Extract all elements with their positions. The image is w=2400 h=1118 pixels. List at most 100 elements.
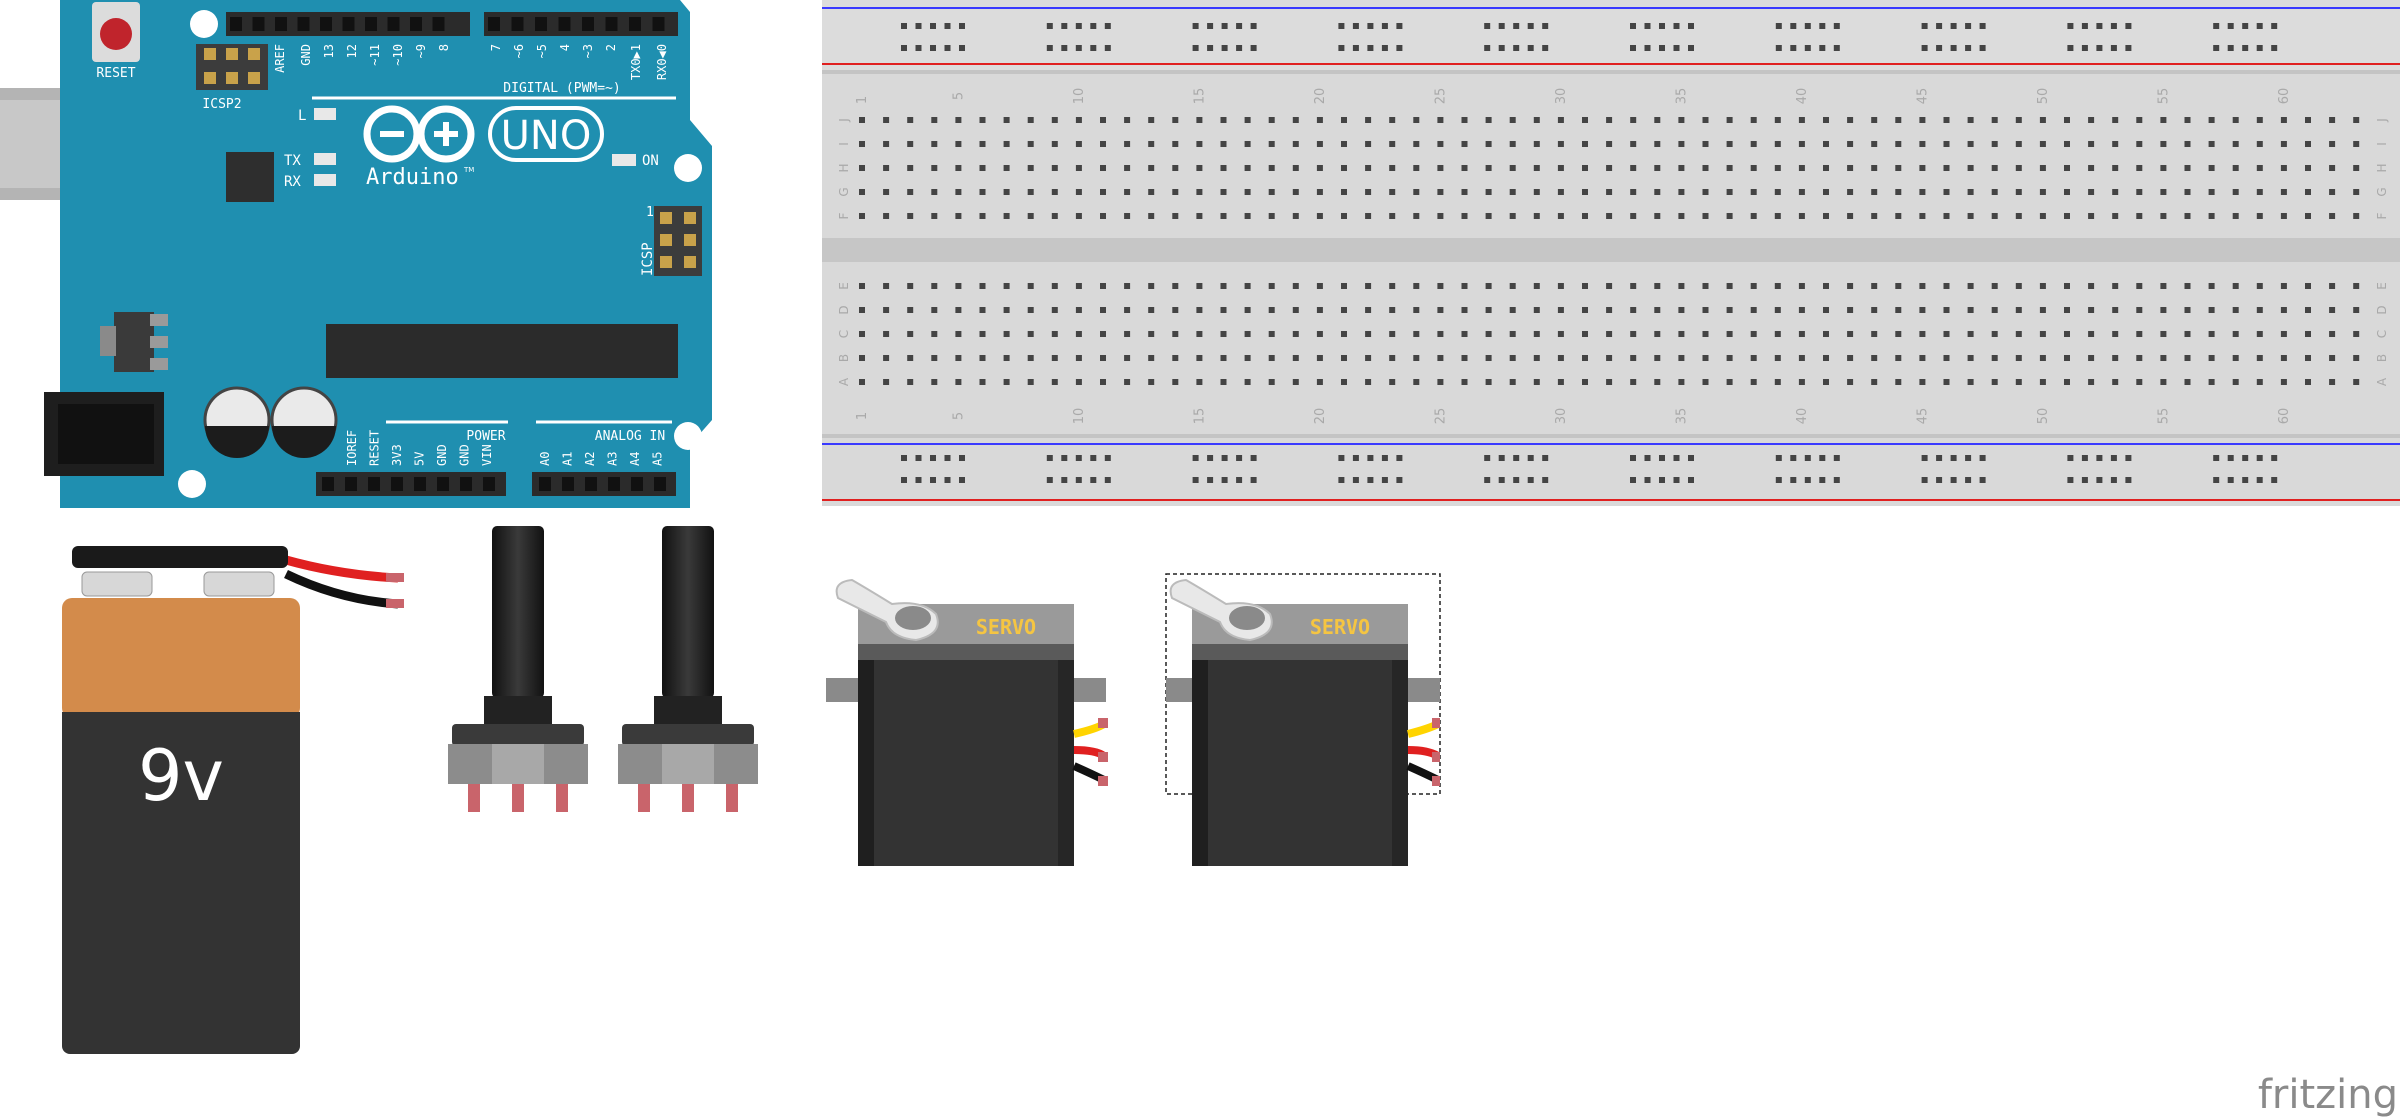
breadboard-hole[interactable] [2242,45,2249,51]
header-pin[interactable] [275,17,287,31]
breadboard-hole[interactable] [1871,379,1878,385]
breadboard-hole[interactable] [1895,379,1902,385]
breadboard-hole[interactable] [1967,379,1974,385]
breadboard-hole[interactable] [930,477,936,483]
breadboard-hole[interactable] [1220,331,1227,337]
breadboard-hole[interactable] [1075,283,1082,289]
breadboard-hole[interactable] [1220,189,1227,195]
breadboard-hole[interactable] [1557,165,1564,171]
breadboard-hole[interactable] [979,141,986,147]
breadboard-hole[interactable] [2208,307,2215,313]
breadboard-hole[interactable] [1365,355,1372,361]
breadboard-hole[interactable] [1991,189,1998,195]
9v-battery[interactable]: 9v [62,546,404,1054]
breadboard-hole[interactable] [1100,165,1106,171]
breadboard-hole[interactable] [1678,355,1685,361]
breadboard-hole[interactable] [1244,307,1251,313]
breadboard-hole[interactable] [955,283,962,289]
breadboard-hole[interactable] [883,355,890,361]
breadboard-hole[interactable] [1075,213,1082,219]
header-pin[interactable] [437,477,449,491]
breadboard-hole[interactable] [1196,355,1203,361]
breadboard-hole[interactable] [2280,331,2287,337]
breadboard-hole[interactable] [1316,141,1323,147]
breadboard-hole[interactable] [1557,331,1564,337]
breadboard-hole[interactable] [1196,117,1203,123]
breadboard-hole[interactable] [1027,355,1034,361]
breadboard-hole[interactable] [1192,45,1199,51]
header-pin[interactable] [654,477,666,491]
breadboard-hole[interactable] [1557,283,1564,289]
breadboard-hole[interactable] [2208,355,2215,361]
breadboard-hole[interactable] [1244,355,1251,361]
breadboard-hole[interactable] [955,165,962,171]
breadboard-hole[interactable] [1509,117,1516,123]
breadboard-hole[interactable] [2160,355,2167,361]
breadboard-hole[interactable] [1236,455,1243,461]
breadboard-hole[interactable] [2208,117,2215,123]
breadboard-hole[interactable] [2256,117,2263,123]
header-pin[interactable] [562,477,574,491]
breadboard-hole[interactable] [1871,283,1878,289]
breadboard-hole[interactable] [1533,283,1540,289]
breadboard-hole[interactable] [1582,307,1588,313]
breadboard-hole[interactable] [1003,355,1010,361]
breadboard-hole[interactable] [1437,331,1444,337]
breadboard-hole[interactable] [1381,23,1388,29]
breadboard-hole[interactable] [1367,45,1374,51]
breadboard-hole[interactable] [1871,331,1878,337]
breadboard-hole[interactable] [1630,23,1636,29]
breadboard-hole[interactable] [1192,23,1199,29]
breadboard-hole[interactable] [1871,355,1878,361]
breadboard-hole[interactable] [1919,307,1926,313]
breadboard-hole[interactable] [1075,477,1082,483]
breadboard-hole[interactable] [2329,331,2336,337]
breadboard-hole[interactable] [1365,283,1372,289]
breadboard-hole[interactable] [1365,379,1372,385]
breadboard-hole[interactable] [1798,117,1805,123]
breadboard-hole[interactable] [907,165,914,171]
breadboard-hole[interactable] [955,307,962,313]
breadboard-hole[interactable] [1104,45,1111,51]
breadboard-hole[interactable] [1943,355,1950,361]
breadboard-hole[interactable] [2110,23,2117,29]
breadboard-hole[interactable] [2096,23,2103,29]
breadboard-hole[interactable] [1509,283,1516,289]
breadboard-hole[interactable] [1100,189,1106,195]
breadboard-hole[interactable] [1316,213,1323,219]
breadboard-hole[interactable] [1365,213,1372,219]
breadboard-hole[interactable] [1100,141,1106,147]
breadboard-hole[interactable] [2305,213,2311,219]
breadboard-hole[interactable] [1688,23,1694,29]
breadboard-hole[interactable] [1061,23,1068,29]
breadboard-hole[interactable] [1823,189,1829,195]
breadboard-hole[interactable] [1172,141,1179,147]
breadboard-hole[interactable] [1220,117,1227,123]
breadboard-hole[interactable] [1250,477,1257,483]
breadboard-hole[interactable] [1965,23,1972,29]
breadboard-hole[interactable] [1338,477,1345,483]
breadboard-hole[interactable] [1967,141,1974,147]
breadboard-hole[interactable] [1750,379,1757,385]
breadboard-hole[interactable] [1750,331,1757,337]
breadboard-hole[interactable] [1124,117,1131,123]
breadboard-hole[interactable] [2232,165,2239,171]
breadboard-hole[interactable] [1847,117,1854,123]
breadboard-hole[interactable] [1220,213,1227,219]
breadboard-hole[interactable] [1582,141,1588,147]
breadboard-hole[interactable] [907,379,914,385]
breadboard-hole[interactable] [1461,213,1468,219]
breadboard-hole[interactable] [1804,477,1811,483]
potentiometer[interactable] [618,526,758,812]
breadboard-hole[interactable] [1965,455,1972,461]
breadboard-hole[interactable] [1148,379,1155,385]
breadboard-hole[interactable] [1847,307,1854,313]
breadboard-hole[interactable] [2160,165,2167,171]
breadboard-hole[interactable] [1991,355,1998,361]
breadboard-hole[interactable] [931,331,938,337]
breadboard-hole[interactable] [2088,141,2095,147]
breadboard-hole[interactable] [1557,355,1564,361]
breadboard-hole[interactable] [1148,165,1155,171]
breadboard-hole[interactable] [1196,213,1203,219]
breadboard-hole[interactable] [2280,355,2287,361]
